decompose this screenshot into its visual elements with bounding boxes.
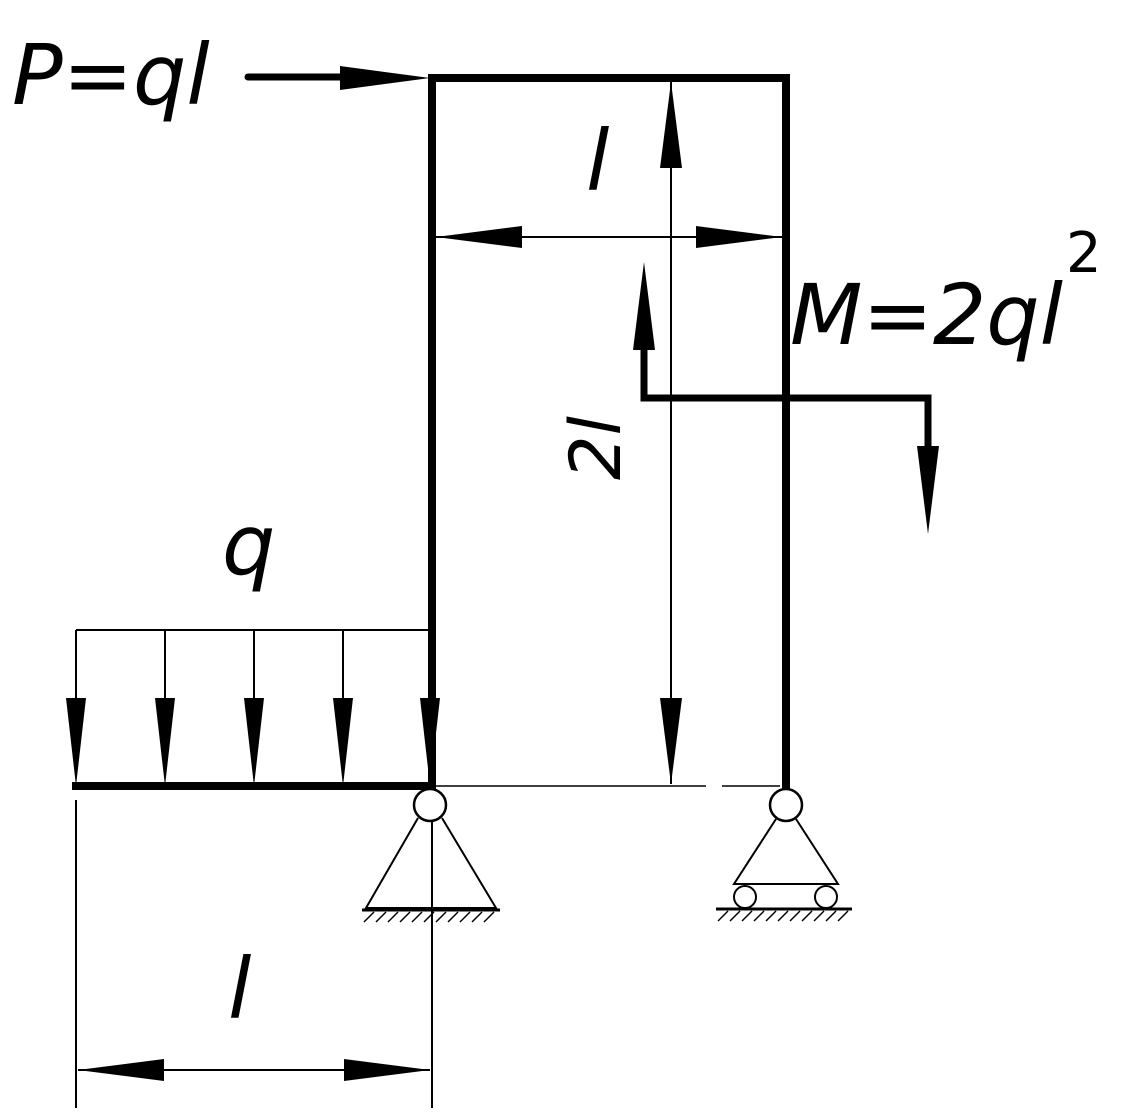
height-dimension	[660, 82, 682, 784]
force-label: P=ql	[12, 26, 210, 124]
top-span-dimension	[436, 226, 782, 248]
roller-support	[716, 787, 852, 922]
force-p-arrow	[244, 66, 430, 90]
moment-label: M=2ql	[790, 266, 1063, 364]
frame-members	[72, 74, 790, 792]
load-arrow	[333, 630, 353, 786]
distributed-load	[66, 629, 440, 786]
bottom-span-label: l	[228, 940, 251, 1038]
roller-wheel	[733, 885, 757, 909]
load-arrow	[155, 630, 175, 786]
ground-hatch	[363, 911, 495, 923]
load-arrow	[420, 698, 440, 786]
height-label: 2l	[555, 415, 637, 480]
load-arrow	[244, 630, 264, 786]
bottom-span-dimension	[75, 800, 433, 1108]
roller-wheel	[814, 885, 838, 909]
top-span-label: l	[586, 112, 609, 210]
distributed-load-label: q	[222, 496, 275, 594]
load-arrow	[66, 630, 86, 786]
moment-exponent: 2	[1066, 221, 1102, 286]
ground-hatch	[717, 910, 849, 922]
moment-couple	[633, 262, 939, 534]
